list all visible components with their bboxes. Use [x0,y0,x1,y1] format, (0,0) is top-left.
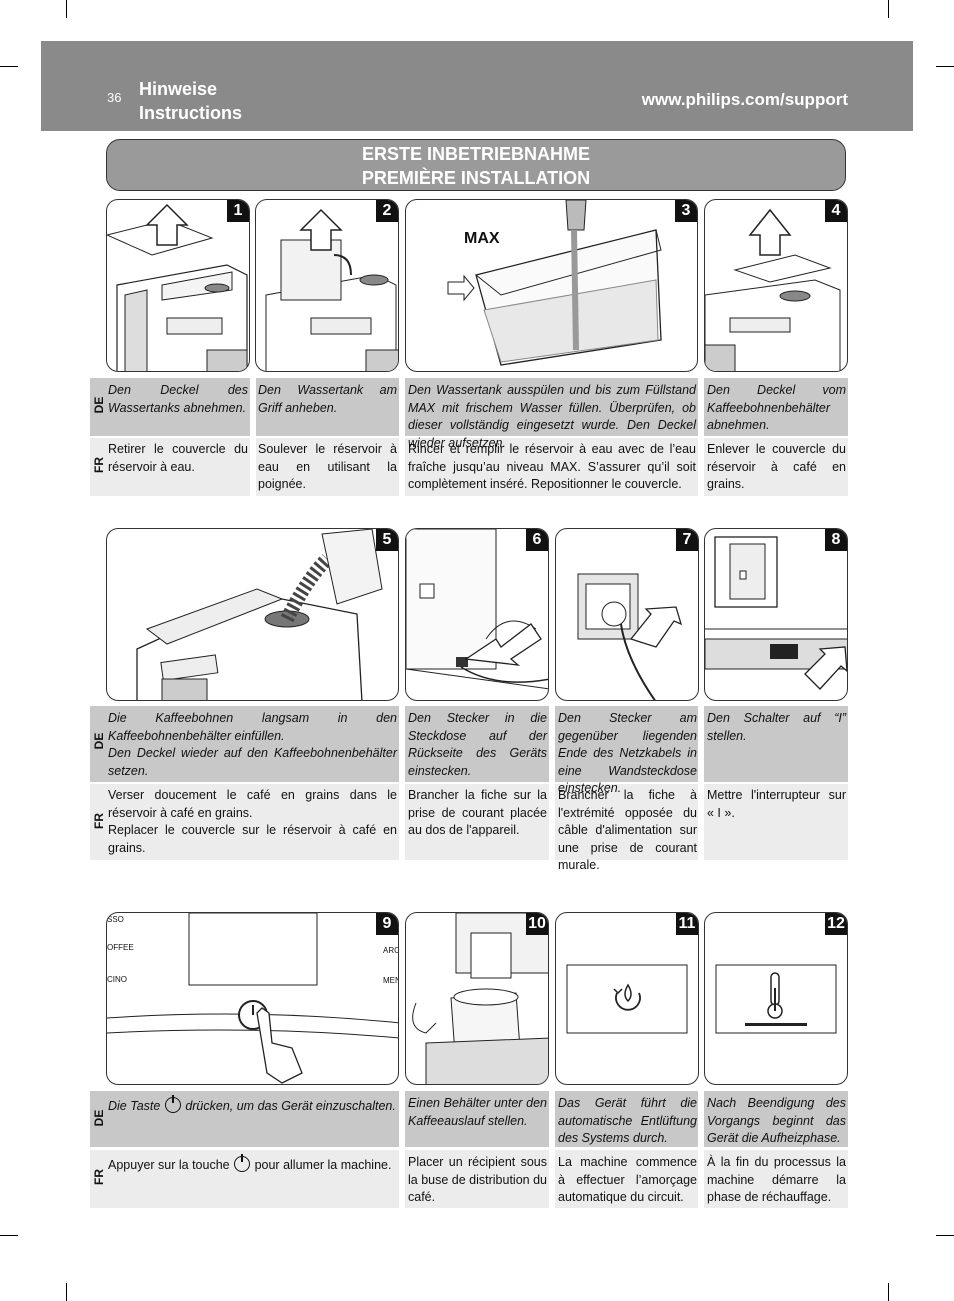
step-12-text-de: Nach Beendigung des Vorgangs beginnt das… [707,1096,846,1145]
step-5-text-de-1: Die Kaffeebohnen langsam in den Kaffeebo… [108,711,397,743]
step-number: 11 [676,913,698,935]
heating-display-illustration [715,964,837,1034]
banner-title-de: ERSTE INBETRIEBNAHME [361,144,590,164]
menu-label: CINO [107,975,127,984]
step-9-text-fr: Appuyer sur la touche pour allumer la ma… [108,1154,397,1175]
water-tank-fill-illustration [447,200,662,366]
step-5-illustration: 5 [106,528,399,701]
step-11-text-fr: La machine commence à effectuer l’amorça… [558,1155,697,1204]
menu-label: ARO [383,946,399,955]
row-de-3 [90,1091,848,1147]
step-4-illustration: 4 [704,199,848,372]
step-10-illustration: 10 [405,912,549,1085]
header-title-en: Instructions [139,103,243,123]
bean-fill-illustration [136,529,383,700]
step-9-illustration: SSO OFFEE CINO ARO MEN 9 [106,912,399,1085]
lang-label-de: DE [92,396,106,414]
step-7-illustration: 7 [555,528,699,701]
step-6-illustration: 6 [405,528,549,701]
step-10-text-fr: Placer un récipient sous la buse de dist… [408,1155,547,1204]
row-fr-2 [90,784,848,860]
step-2-text-de: Den Wassertank am Griff anheben. [258,383,397,415]
support-link[interactable]: www.philips.com/support [641,90,848,109]
menu-label: OFFEE [107,943,134,952]
power-icon [164,1095,181,1113]
priming-display-illustration [566,964,688,1034]
cup-under-spout-illustration [412,913,548,1084]
step-number: 4 [825,200,847,222]
step-number: 9 [376,913,398,935]
step-8-illustration: 8 [704,528,848,701]
max-label: MAX [464,230,500,247]
step-12-illustration: 12 [704,912,848,1085]
step-number: 3 [675,200,697,222]
step-number: 10 [526,913,548,935]
power-icon [234,1154,251,1172]
step-number: 7 [676,529,698,551]
step-5-text-de: Die Kaffeebohnen langsam in den Kaffeebo… [108,710,397,780]
menu-label: MEN [383,976,398,985]
step-6-text-de: Den Stecker in die Steckdose auf der Rüc… [408,711,547,778]
lang-label-fr: FR [92,813,106,829]
lang-label-fr: FR [92,1169,106,1185]
step-3-illustration: MAX 3 [405,199,698,372]
lang-label-de: DE [92,1109,106,1127]
step-3-text-fr: Rincer et remplir le réservoir à eau ave… [408,442,696,491]
step-5-text-fr-1: Verser doucement le café en grains dans … [108,788,397,820]
step-number: 1 [227,200,249,222]
step-4-text-fr: Enlever le couvercle du réservoir à café… [707,442,846,491]
step-number: 5 [376,529,398,551]
plug-rear-illustration [406,529,548,690]
step-2-illustration: 2 [255,199,399,372]
row-de-2 [90,706,848,782]
step-9-text-fr-b: pour allumer la machine. [254,1158,392,1172]
step-4-text-de: Den Deckel vom Kaffeebohnenbehälter abne… [707,383,846,432]
water-tank-lift-illustration [265,208,398,371]
row-de-1 [90,378,848,436]
step-12-text-fr: À la fin du processus la machine démarre… [707,1155,846,1204]
step-number: 2 [376,200,398,222]
row-fr-3 [90,1150,848,1208]
wall-socket-illustration [577,573,683,700]
section-banner: ERSTE INBETRIEBNAHME PREMIÈRE INSTALLATI… [106,139,846,191]
header-title-de: Hinweise [139,79,218,99]
step-1-text-fr: Retirer le couvercle du réservoir à eau. [108,442,248,474]
step-number: 12 [825,913,847,935]
step-7-text-fr: Brancher la fiche à l'extrémité opposée … [558,788,697,872]
coffee-machine-lid-illustration [107,203,248,371]
step-9-text-fr-a: Appuyer sur la touche [108,1158,230,1172]
step-11-text-de: Das Gerät führt die automatische Entlüft… [558,1096,697,1145]
step-9-text-de: Die Taste drücken, um das Gerät einzusch… [108,1095,397,1116]
lang-label-de: DE [92,732,106,750]
step-5-text-de-2: Den Deckel wieder auf den Kaffeebohnenbe… [108,746,397,778]
bean-hopper-lid-illustration [705,208,841,371]
step-2-text-fr: Soulever le réservoir à eau en utilisant… [258,442,397,491]
step-9-text-de-b: drücken, um das Gerät einzuschalten. [185,1099,396,1113]
step-11-illustration: 11 [555,912,699,1085]
step-6-text-fr: Brancher la fiche sur la prise de couran… [408,788,547,837]
step-9-text-de-a: Die Taste [108,1099,161,1113]
menu-label: SSO [107,915,124,924]
page-header: 36 Hinweise Instructions www.philips.com… [41,41,913,131]
step-10-text-de: Einen Behälter unter den Kaffeeauslauf s… [408,1096,547,1128]
step-7-text-de: Den Stecker am gegenüber liegenden Ende … [558,711,697,795]
power-switch-illustration [705,536,847,690]
step-3-text-de: Den Wassertank ausspülen und bis zum Fül… [408,383,696,450]
step-8-text-fr: Mettre l'interrupteur sur « I ». [707,788,846,820]
step-number: 8 [825,529,847,551]
step-number: 6 [526,529,548,551]
banner-title-fr: PREMIÈRE INSTALLATION [361,168,591,188]
lang-label-fr: FR [92,457,106,473]
step-1-text-de: Den Deckel des Wassertanks abnehmen. [108,383,248,415]
step-5-text-fr: Verser doucement le café en grains dans … [108,787,397,857]
step-5-text-fr-2: Replacer le couvercle sur le réservoir à… [108,823,397,855]
page-number: 36 [107,90,122,105]
step-8-text-de: Den Schalter auf “I” stellen. [707,711,846,743]
step-1-illustration: 1 [106,199,250,372]
power-button-press-illustration [107,913,398,1084]
row-fr-1 [90,438,848,496]
